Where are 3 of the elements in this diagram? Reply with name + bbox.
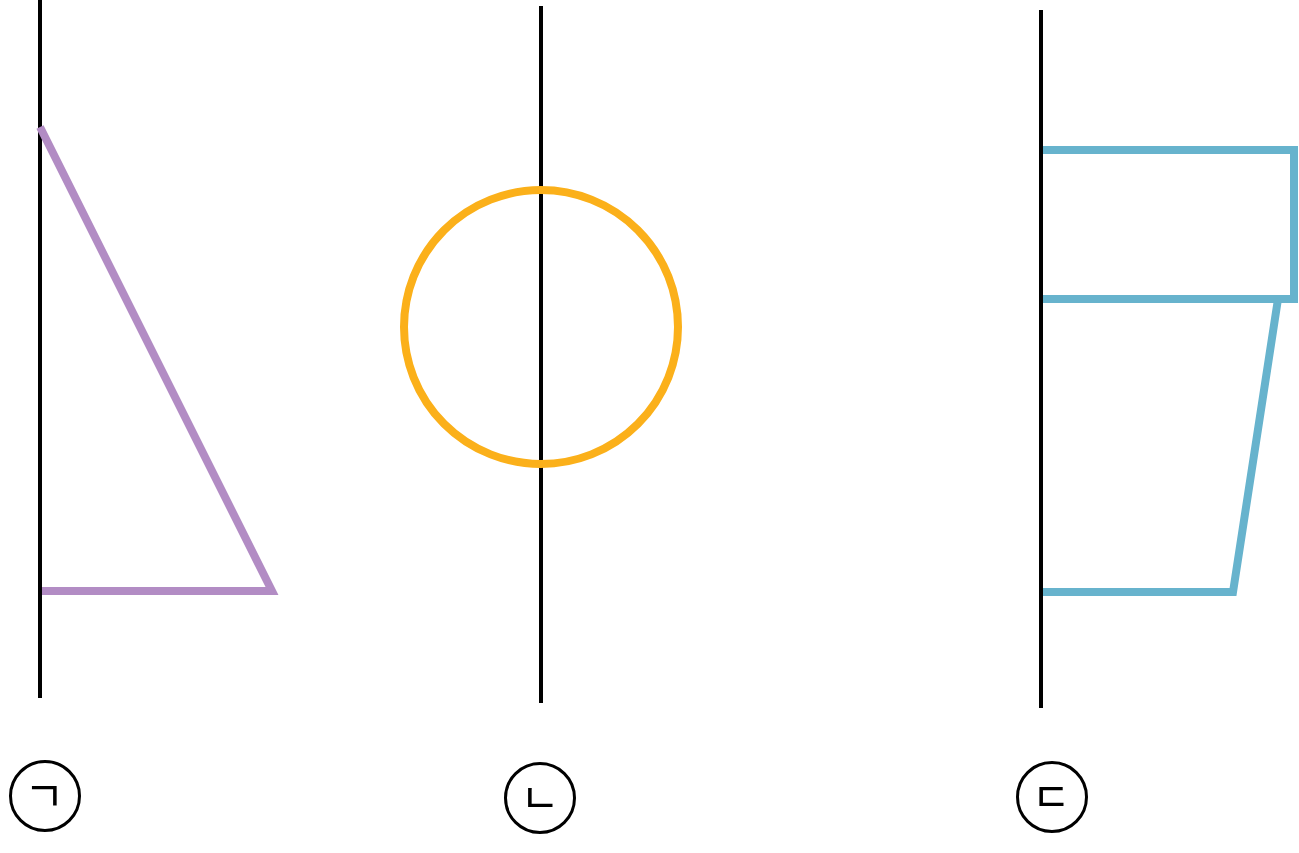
circled-label: ㄷ	[1016, 761, 1088, 833]
circled-label: ㄱ	[9, 760, 81, 832]
circled-label: ㄴ	[504, 762, 576, 834]
